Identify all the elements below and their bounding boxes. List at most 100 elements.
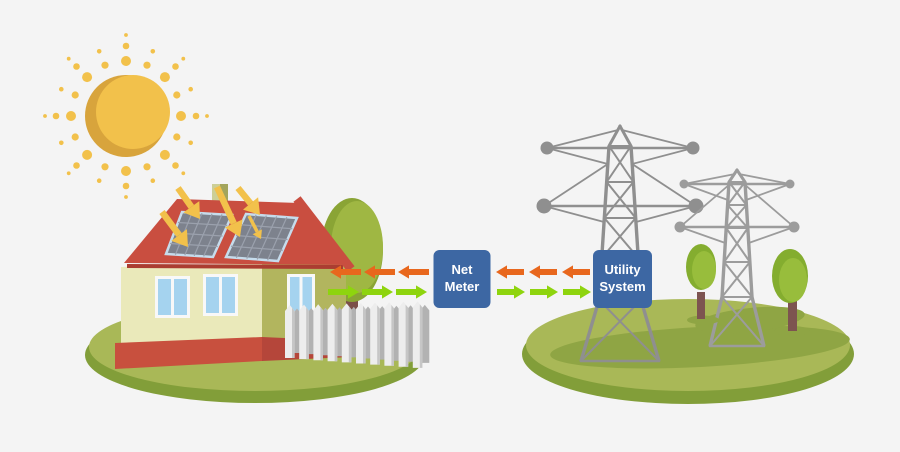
tower-member — [721, 261, 751, 298]
sun-ray-dot — [66, 171, 71, 176]
ground-shadow-small — [695, 306, 805, 334]
home-side — [85, 184, 430, 403]
sun-ray-dot — [159, 149, 170, 160]
front-wall — [121, 263, 262, 349]
sun-ray-arrow-head — [252, 229, 262, 239]
insulator-dot — [688, 198, 704, 214]
fence-picket-shade — [419, 304, 423, 368]
sun-ray-dot — [66, 56, 71, 61]
energy-flow-arrows — [328, 265, 591, 299]
fence-picket-shade — [405, 304, 409, 367]
tower-member — [543, 163, 609, 207]
sun-ray-dot — [173, 133, 181, 141]
tower-member — [744, 184, 795, 228]
utility-system-rect — [593, 250, 652, 308]
tower-member — [598, 299, 660, 362]
sun-ray-dot — [192, 112, 200, 120]
utility-system-label-line1: Utility — [604, 262, 641, 277]
tower-member — [728, 181, 748, 206]
tower-member — [725, 204, 748, 229]
sun-ray-arrow-shaft — [247, 215, 259, 233]
fence-picket-shade — [348, 306, 352, 363]
sun-rays — [43, 33, 209, 199]
sun-ray-dot — [181, 171, 186, 176]
sun — [43, 33, 209, 199]
fence-picket-shade — [292, 307, 295, 358]
sun-ray-dot — [173, 91, 181, 99]
sun-ray-dot — [43, 114, 47, 118]
sun-ray-dot — [181, 56, 186, 61]
fence — [285, 301, 430, 368]
tower-member — [725, 227, 751, 263]
small-tree-shadow — [687, 315, 719, 325]
house-base-front — [115, 337, 262, 369]
sun-ray-dot — [143, 163, 151, 171]
sun-ray-arrow-shaft — [159, 210, 182, 237]
fence-picket-back — [420, 304, 430, 363]
tower-member — [679, 184, 730, 228]
panel-grid-line — [246, 215, 267, 259]
sun-ray-arrow-head — [242, 197, 260, 215]
sunlight-arrows — [159, 185, 262, 247]
tower-member — [727, 168, 739, 184]
tower-member — [683, 173, 736, 185]
flow-arrow-to-home — [529, 265, 557, 279]
sun-ray-dot — [172, 63, 179, 70]
sun-disc — [96, 75, 170, 149]
sun-ray-arrow-shaft — [175, 186, 194, 209]
tower-member — [543, 205, 605, 223]
window-front-1 — [155, 276, 190, 318]
small-tree-2 — [772, 249, 810, 336]
sun-ray-dot — [124, 195, 128, 199]
insulator-dot — [785, 179, 795, 189]
sun-ray-dot — [159, 72, 170, 83]
panel-grid-line — [203, 214, 223, 257]
fence-picket-shade — [391, 305, 394, 366]
sun-ray-dot — [150, 178, 156, 183]
flow-arrow-to-grid — [362, 285, 393, 299]
panel-grid-line — [256, 216, 278, 260]
sun-ray-dot — [122, 42, 130, 50]
sun-ray-dot — [101, 61, 109, 69]
tower-member — [735, 168, 747, 184]
net-meter-label-line2: Meter — [445, 279, 480, 294]
roof-eave-shadow — [126, 264, 344, 269]
panel-grid-line — [267, 216, 288, 261]
sun-ray-dot — [52, 112, 60, 120]
sun-ray-dot — [82, 72, 93, 83]
flow-arrow-to-grid — [563, 285, 591, 299]
panel-grid-line — [193, 213, 213, 257]
flow-arrow-to-home — [364, 265, 395, 279]
sun-ray-arrow-head — [171, 229, 188, 247]
flow-arrow-to-grid — [497, 285, 525, 299]
flow-arrow-to-grid — [530, 285, 558, 299]
tower-member — [738, 173, 791, 185]
tower-member — [679, 226, 727, 244]
flow-arrow-to-grid — [396, 285, 427, 299]
tower-member — [631, 163, 697, 207]
sun-ray-arrow-shaft — [214, 185, 237, 225]
panel-grid-line — [177, 221, 228, 227]
tower-member — [621, 129, 694, 149]
net-meter-rect — [433, 250, 491, 308]
sun-ray-dot — [172, 162, 179, 169]
net-meter-label-line1: Net — [452, 262, 474, 277]
tower-member — [605, 145, 632, 183]
fence-picket-shade — [363, 305, 366, 364]
sun-ray-arrow-head — [224, 219, 243, 237]
flow-arrow-to-home — [330, 265, 361, 279]
sun-ray-dot — [176, 111, 186, 121]
tower-member — [726, 181, 746, 206]
small-tree-canopy — [692, 251, 716, 289]
tower-member — [631, 147, 694, 165]
insulator-dot — [788, 221, 800, 233]
fence-picket-shade — [377, 305, 380, 365]
tower-member — [580, 299, 642, 362]
sun-ray-dot — [205, 114, 209, 118]
flow-arrow-to-home — [398, 265, 429, 279]
flow-arrow-to-home — [562, 265, 590, 279]
grid-side — [522, 124, 854, 404]
tower-member — [683, 183, 729, 201]
utility-system-label-line2: System — [599, 279, 645, 294]
